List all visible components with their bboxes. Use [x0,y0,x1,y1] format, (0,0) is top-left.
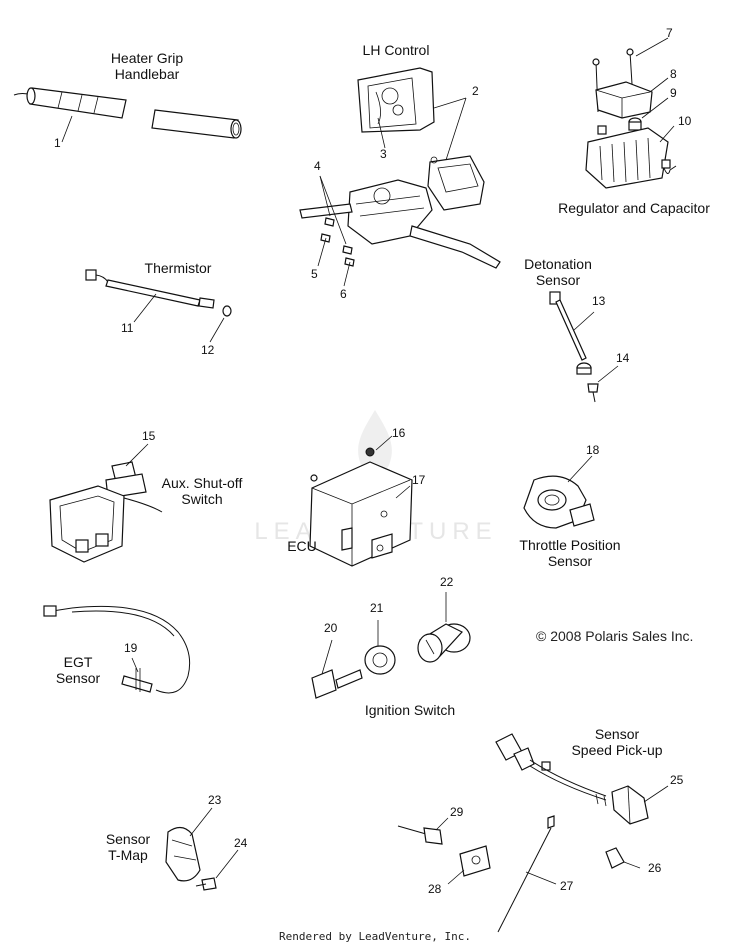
callout-25: 25 [670,773,684,787]
callout-14: 14 [616,351,630,365]
part-speed-pickup-sensor[interactable] [495,733,669,869]
callout-22: 22 [440,575,454,589]
callout-21: 21 [370,601,384,615]
callout-2: 2 [472,84,479,98]
part-sensor-pin[interactable] [397,817,449,845]
label-ignition-switch: Ignition Switch [364,702,456,718]
label-speed-pickup-sensor: Sensor Speed Pick-up [571,726,663,758]
label-thermistor: Thermistor [144,260,212,276]
callout-6: 6 [340,287,347,301]
label-egt-sensor: EGT Sensor [55,654,101,686]
callout-12: 12 [201,343,215,357]
part-thermistor[interactable] [85,269,232,343]
callout-23: 23 [208,793,222,807]
footer-credit: Rendered by LeadVenture, Inc. [278,930,472,943]
part-heater-grip[interactable] [13,87,242,143]
callout-18: 18 [586,443,600,457]
callout-3: 3 [380,147,387,161]
part-ignition-switch[interactable] [311,592,471,699]
label-lh-control: LH Control [362,42,430,58]
callout-11: 11 [121,321,134,335]
label-regulator-capacitor: Regulator and Capacitor [558,200,710,216]
label-detonation-sensor: Detonation Sensor [524,256,592,288]
part-aux-shutoff-switch[interactable] [49,443,163,563]
part-egt-sensor[interactable] [43,605,191,694]
callout-26: 26 [648,861,662,875]
callout-16: 16 [392,426,406,440]
part-detonation-sensor[interactable] [549,291,619,403]
callout-20: 20 [324,621,338,635]
part-tmap-sensor[interactable] [165,807,239,891]
part-lh-control[interactable] [299,67,501,287]
callout-28: 28 [428,882,442,896]
label-tmap-sensor: Sensor T-Map [105,831,151,863]
callout-15: 15 [142,429,156,443]
callout-24: 24 [234,836,248,850]
part-ecu[interactable] [309,435,413,567]
callout-13: 13 [592,294,606,308]
callout-29: 29 [450,805,464,819]
part-regulator-capacitor[interactable] [585,37,677,189]
label-ecu: ECU [287,538,317,554]
part-bracket[interactable] [447,845,491,885]
label-heater-grip-handlebar: Heater Grip Handlebar [110,50,184,82]
callout-7: 7 [666,26,673,40]
callout-5: 5 [311,267,318,281]
part-cable-tie[interactable] [497,815,557,933]
callout-27: 27 [560,879,574,893]
callout-17: 17 [412,473,426,487]
callout-8: 8 [670,67,677,81]
copyright-notice: © 2008 Polaris Sales Inc. [536,628,694,644]
label-aux-shutoff-switch: Aux. Shut-off Switch [161,475,243,507]
callout-9: 9 [670,86,677,100]
callout-19: 19 [124,641,138,655]
callout-1: 1 [54,136,61,150]
callout-4: 4 [314,159,321,173]
label-throttle-position-sensor: Throttle Position Sensor [519,537,621,569]
callout-10: 10 [678,114,692,128]
part-throttle-position-sensor[interactable] [523,455,595,529]
